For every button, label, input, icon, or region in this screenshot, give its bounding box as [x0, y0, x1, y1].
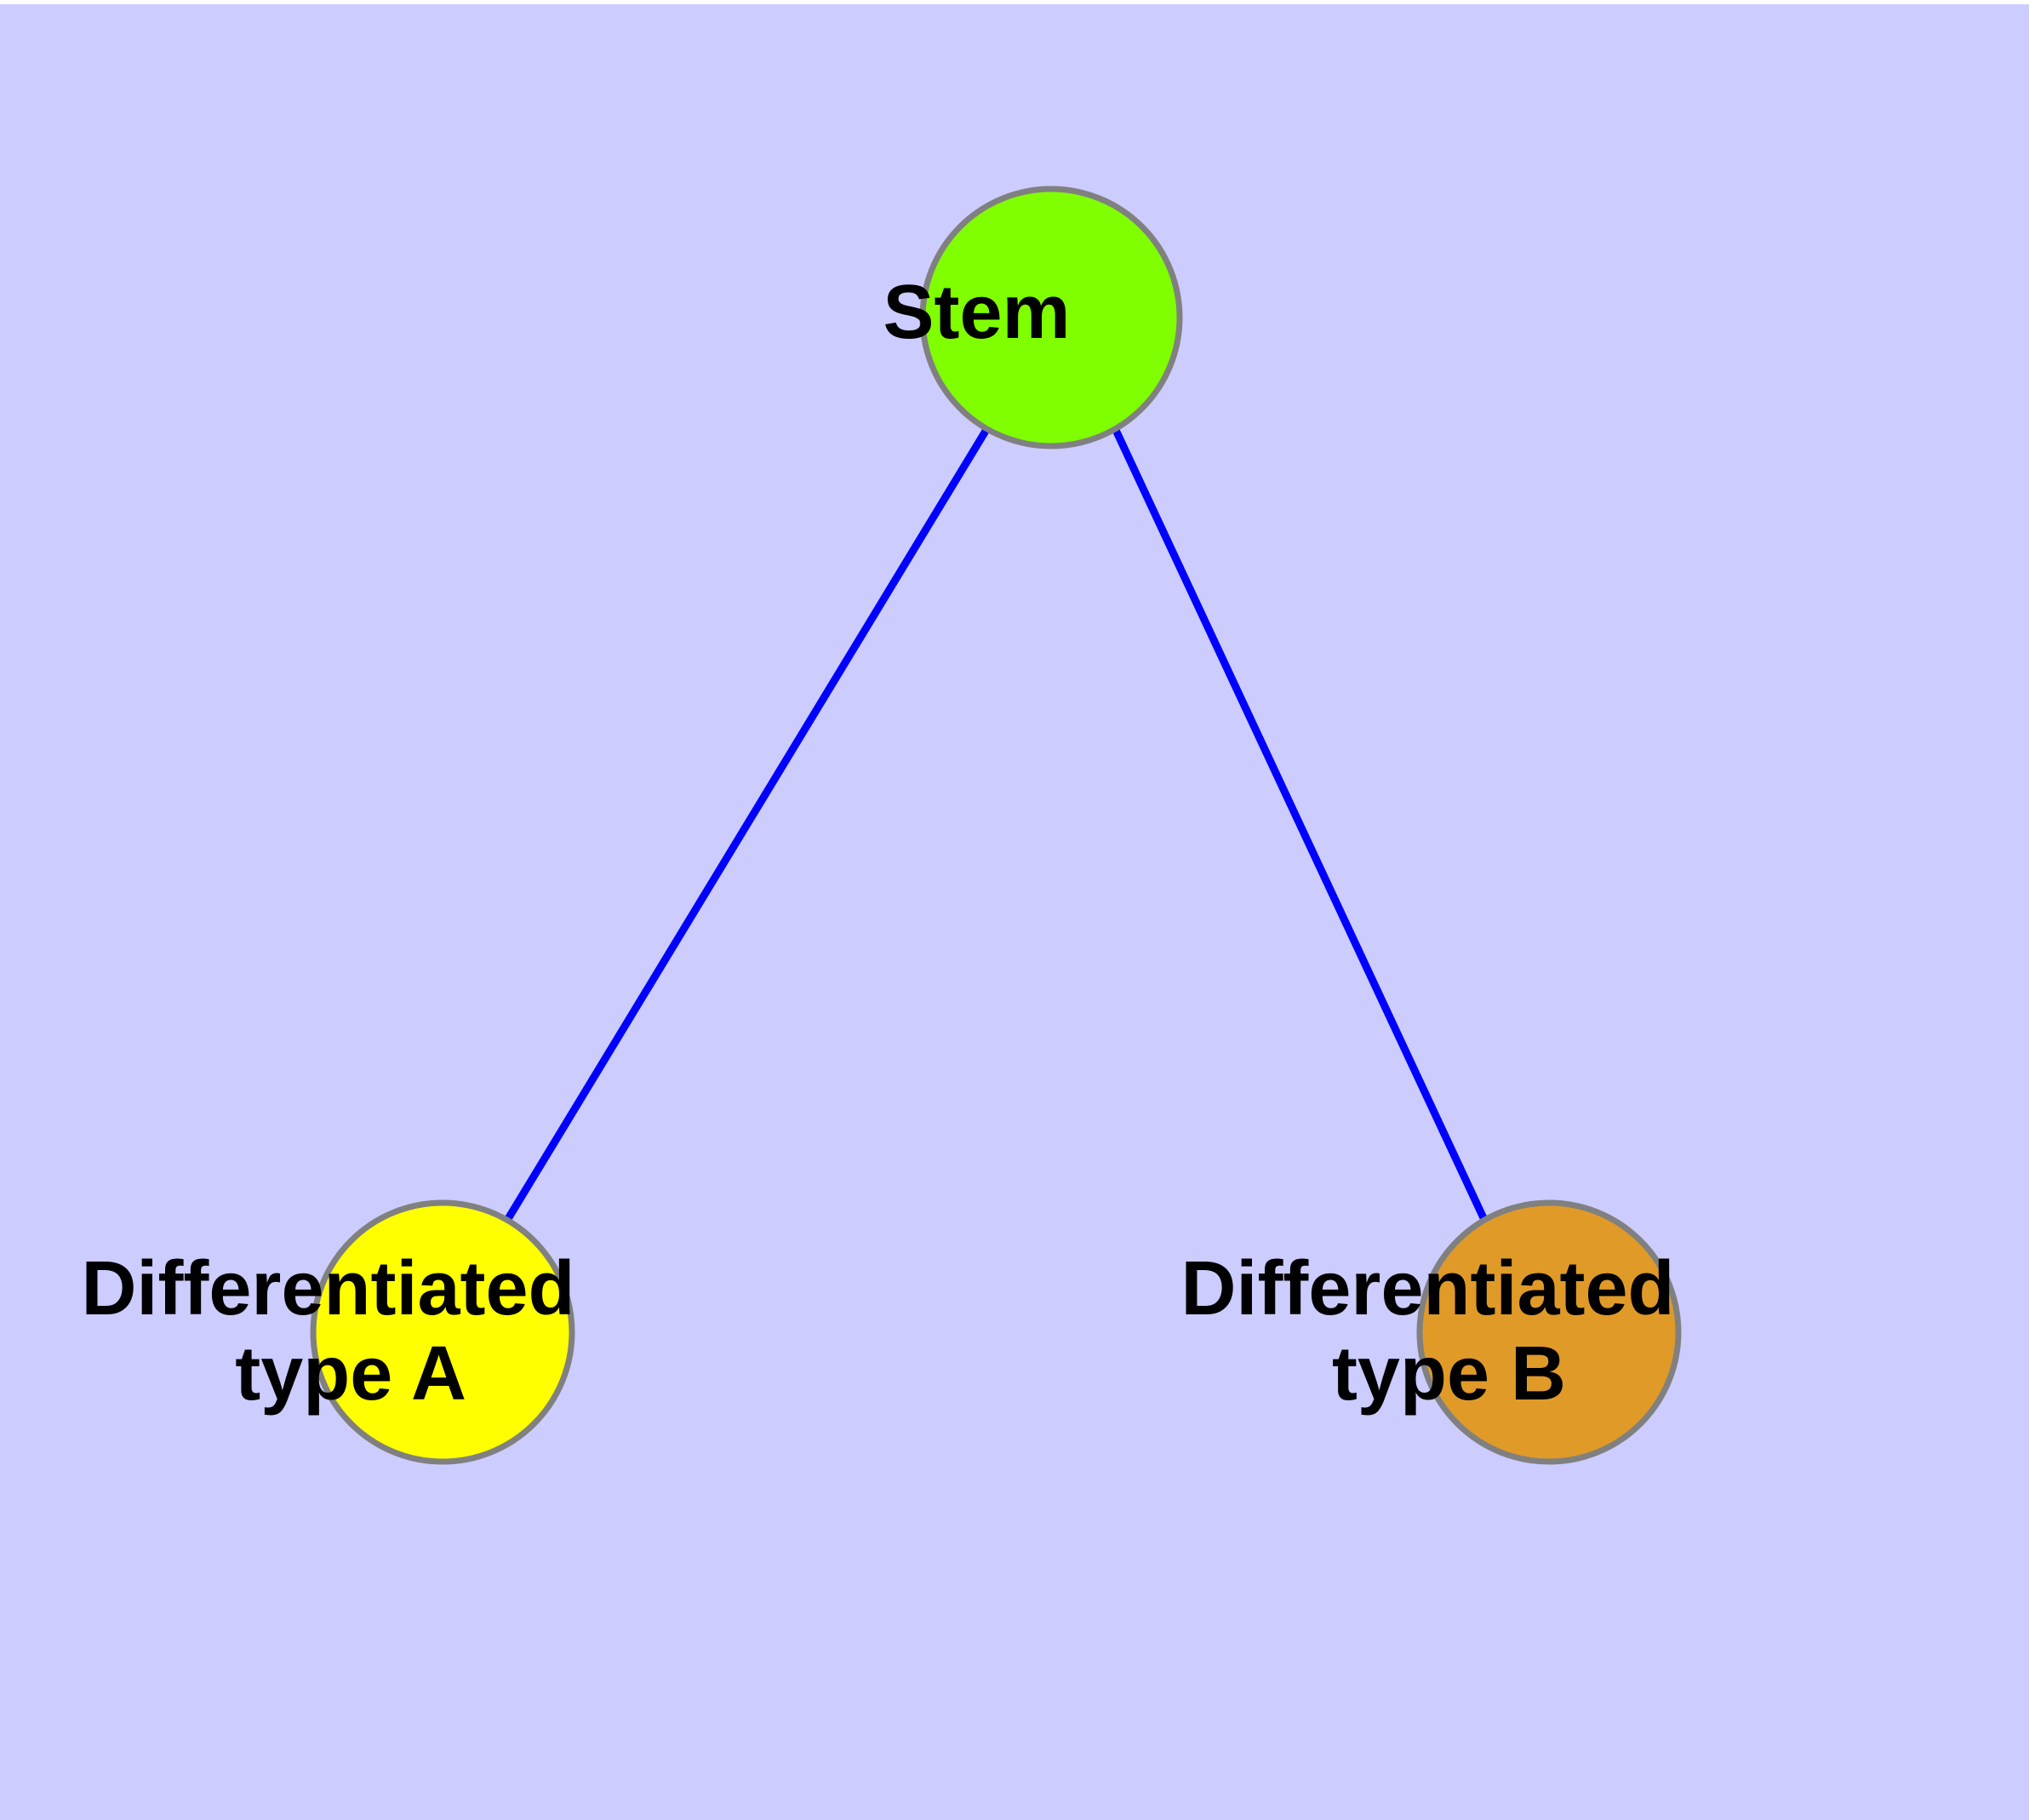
edge-stem-to-diff-b[interactable]	[1111, 426, 1489, 1223]
node-diff-b-circle[interactable]	[1416, 1199, 1682, 1465]
node-diff-a-circle[interactable]	[310, 1199, 575, 1465]
node-layer	[310, 186, 1682, 1465]
edge-layer	[503, 426, 1489, 1224]
node-stem[interactable]	[919, 186, 1183, 449]
edge-stem-to-diff-a[interactable]	[503, 426, 991, 1224]
node-diff-b-label-line2: type B	[1332, 1331, 1566, 1417]
node-diff-a-label-line1: Differentiated	[81, 1246, 574, 1331]
node-diff-a-label: Differentiated type A	[81, 1246, 766, 1417]
node-diff-b-label: Differentiated type B	[1180, 1246, 1866, 1417]
node-stem-circle[interactable]	[919, 186, 1183, 449]
node-diff-b[interactable]	[1416, 1199, 1682, 1465]
node-stem-label: Stem	[883, 270, 1219, 355]
node-diff-a[interactable]	[310, 1199, 575, 1465]
node-label-layer: Stem Differentiated type A Differentiate…	[81, 270, 1866, 1417]
node-diff-b-label-line1: Differentiated	[1180, 1246, 1674, 1331]
node-diff-a-label-line2: type A	[235, 1331, 465, 1417]
node-stem-label-line1: Stem	[883, 270, 1070, 355]
